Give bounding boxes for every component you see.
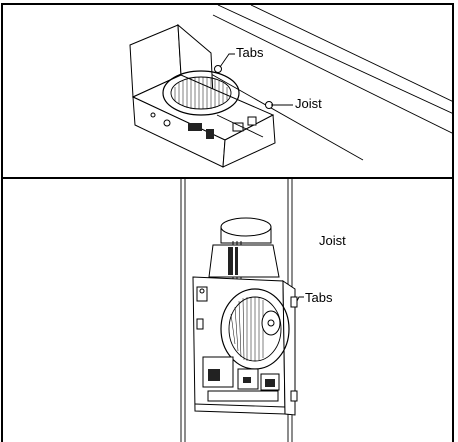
tab-marker-1 [214,65,222,73]
bottom-panel-drawing [180,179,304,442]
tabs-leader-line [219,53,235,68]
top-joist-label: Joist [295,96,322,111]
bottom-tabs-label: Tabs [305,290,333,305]
top-tabs-label: Tabs [236,45,264,60]
tab-marker-4 [290,390,298,402]
joist-edge-line-1 [250,5,452,102]
tab-marker-3 [290,296,298,308]
joist-edge-line-2 [212,14,452,134]
bottom-joist-label: Joist [319,233,346,248]
joist-edge-line-3 [217,5,452,114]
fan-housing-bottom [192,217,298,416]
top-panel-installation-view: Tabs Joist [1,3,454,179]
tabs-leader-line-bottom [296,296,304,302]
fan-housing-top [129,23,276,168]
top-panel-drawing [129,5,452,168]
bottom-panel-installation-view: Joist Tabs [1,177,454,442]
